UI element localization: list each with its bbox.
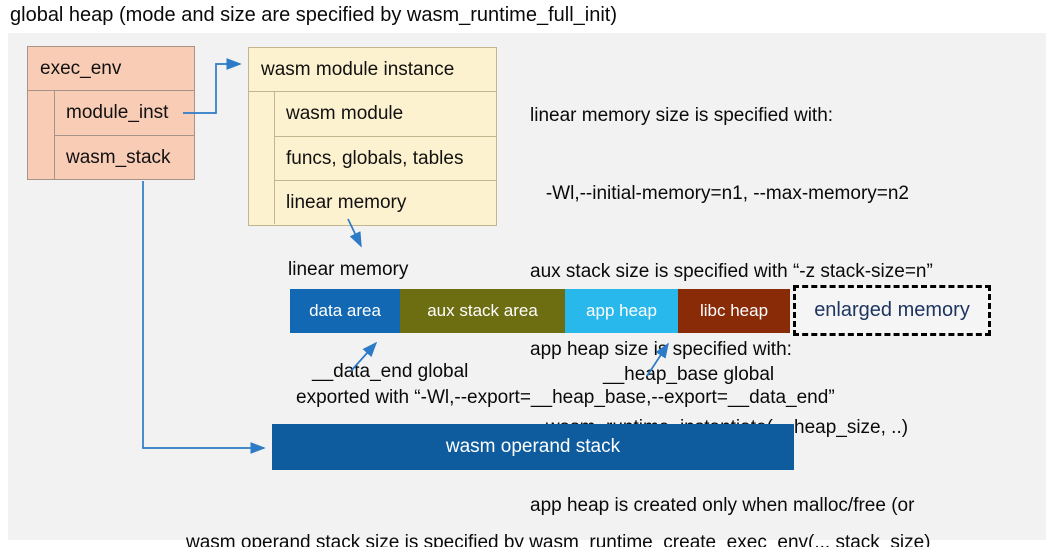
note-line: app heap is created only when malloc/fre… — [530, 495, 915, 516]
module-instance-box: wasm module instance wasm module funcs, … — [248, 47, 497, 226]
data-end-global-label: __data_end global — [312, 361, 469, 382]
segment-aux-stack-area: aux stack area — [400, 289, 565, 333]
module-instance-row-funcs-globals-tables: funcs, globals, tables — [274, 136, 496, 180]
exported-with-label: exported with “-Wl,--export=__heap_base,… — [296, 387, 835, 408]
wasm-operand-stack-bar: wasm operand stack — [272, 424, 794, 470]
exec-env-row-wasm-stack: wasm_stack — [54, 135, 194, 179]
linear-memory-label: linear memory — [288, 259, 409, 280]
note-line: aux stack size is specified with “-z sta… — [530, 261, 933, 282]
heap-base-global-label: __heap_base global — [603, 364, 775, 385]
module-instance-row-linear-memory: linear memory — [274, 180, 496, 224]
note-line: app heap size is specified with: — [530, 339, 792, 360]
segment-app-heap: app heap — [565, 289, 678, 333]
exec-env-rows: module_inst wasm_stack — [54, 91, 194, 179]
module-instance-header: wasm module instance — [249, 48, 496, 92]
footer-notes: wasm operand stack size is specified by … — [186, 480, 931, 547]
footer-line: wasm operand stack size is specified by … — [186, 532, 931, 547]
exec-env-row-module-inst: module_inst — [54, 91, 194, 135]
note-line: -Wl,--initial-memory=n1, --max-memory=n2 — [530, 183, 909, 204]
diagram-title: global heap (mode and size are specified… — [10, 4, 617, 26]
segment-enlarged-memory: enlarged memory — [793, 285, 991, 336]
module-instance-rows: wasm module funcs, globals, tables linea… — [274, 92, 496, 224]
exec-env-box: exec_env module_inst wasm_stack — [27, 46, 195, 180]
exec-env-header: exec_env — [28, 47, 194, 91]
module-instance-row-wasm-module: wasm module — [274, 92, 496, 136]
segment-data-area: data area — [290, 289, 400, 333]
segment-libc-heap: libc heap — [678, 289, 790, 333]
note-line: linear memory size is specified with: — [530, 105, 834, 126]
